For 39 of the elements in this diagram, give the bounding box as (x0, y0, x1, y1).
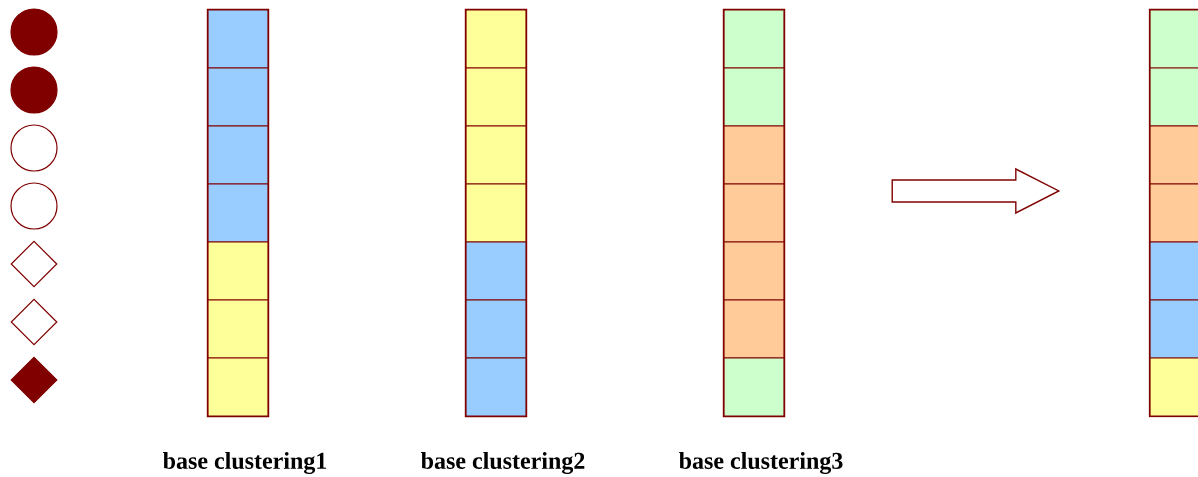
diamond (10, 356, 58, 404)
circle (10, 124, 58, 172)
cell (207, 357, 269, 417)
cell (1149, 67, 1198, 127)
cell (1149, 357, 1198, 417)
cell (207, 125, 269, 185)
cell (207, 183, 269, 243)
circle (10, 66, 58, 114)
cell (465, 125, 527, 185)
cell (1149, 299, 1198, 359)
column-caption: base clustering2 (421, 452, 585, 474)
cell (465, 357, 527, 417)
cell (723, 241, 785, 301)
cell (723, 67, 785, 127)
cell (465, 183, 527, 243)
cell (207, 67, 269, 127)
cell (1149, 125, 1198, 185)
cell (465, 67, 527, 127)
cell (207, 9, 269, 69)
cell (723, 9, 785, 69)
cell (1149, 241, 1198, 301)
block-arrow (891, 167, 1061, 215)
cell (723, 357, 785, 417)
circle (10, 8, 58, 56)
cell (207, 299, 269, 359)
cell (1149, 183, 1198, 243)
cell (723, 299, 785, 359)
cell (723, 125, 785, 185)
cell (723, 183, 785, 243)
cell (465, 299, 527, 359)
cell (207, 241, 269, 301)
column-caption: base clustering3 (679, 452, 843, 474)
column-caption: base clustering1 (162, 452, 327, 474)
diamond (10, 298, 58, 346)
diamond (10, 240, 58, 288)
circle (10, 182, 58, 230)
cell (465, 9, 527, 69)
cell (465, 241, 527, 301)
cell (1149, 9, 1198, 69)
